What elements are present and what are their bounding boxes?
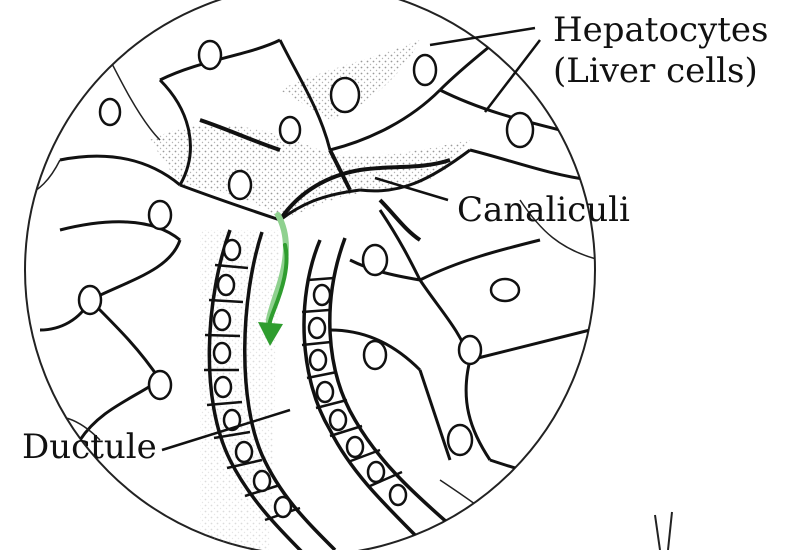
hepatocytes-label: Hepatocytes xyxy=(553,13,768,47)
canaliculi-label: Canaliculi xyxy=(457,193,630,227)
liver-cells-label: (Liver cells) xyxy=(553,54,758,88)
ductule-label: Ductule xyxy=(22,430,157,464)
edge-marks xyxy=(655,512,672,550)
